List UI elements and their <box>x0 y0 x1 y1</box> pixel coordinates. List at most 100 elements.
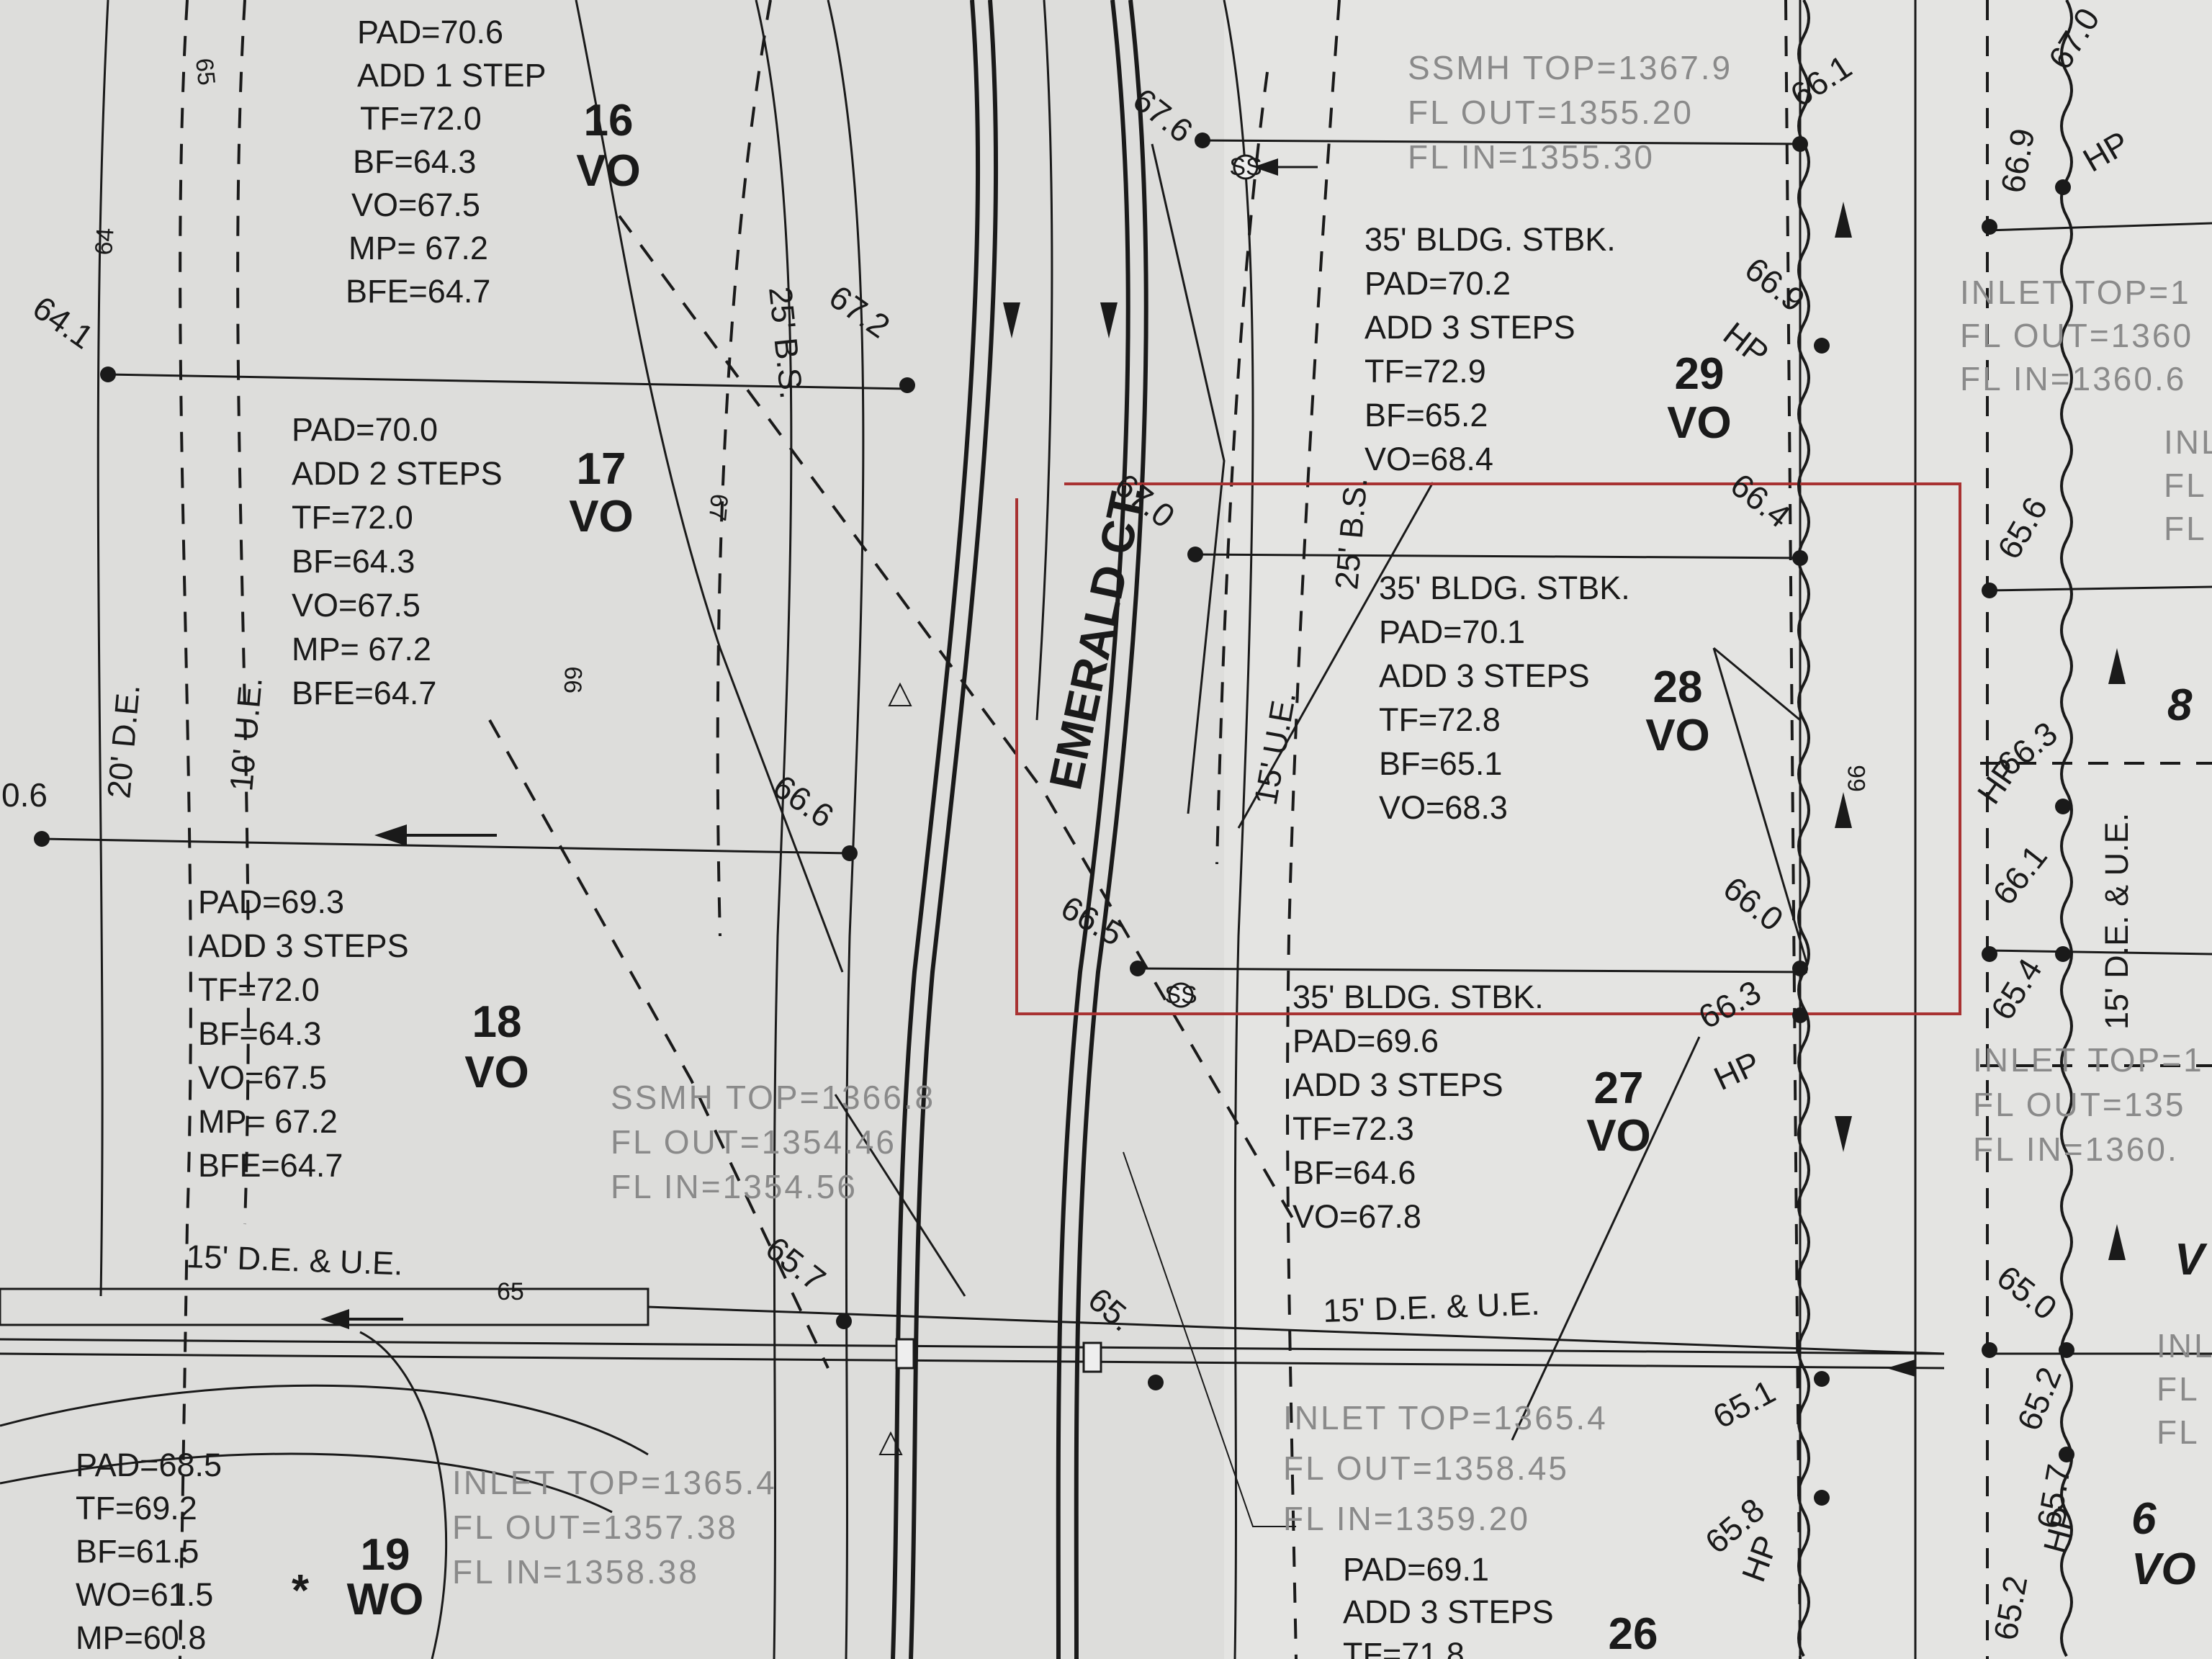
easement-label: 15' D.E. & U.E. <box>186 1238 404 1282</box>
lot-line: VO=67.5 <box>198 1059 327 1096</box>
lot-line: TF=72.8 <box>1379 701 1501 738</box>
lot-code: WO <box>347 1575 424 1624</box>
contour-label: 66 <box>1843 765 1871 792</box>
grade-point <box>2059 1447 2074 1462</box>
structure-line: FL IN=1360. <box>1973 1130 2179 1168</box>
lot-number: 18 <box>472 997 522 1047</box>
lot-line: TF=72.3 <box>1292 1110 1414 1147</box>
grade-point <box>1982 946 1997 962</box>
structure-line: FL IN=1355.30 <box>1408 138 1655 176</box>
lot-line: 35' BLDG. STBK. <box>1364 221 1616 258</box>
easement-labels: 15' D.E. & U.E. 15' D.E. & U.E. 15' D.E. &… <box>100 285 2135 1329</box>
grade-point <box>1130 961 1146 976</box>
structure-line: INLET TOP=1365.4 <box>452 1464 777 1501</box>
lot-line: BFE=64.7 <box>198 1147 343 1184</box>
structure-line: FL IN=1360.6 <box>1960 360 2186 397</box>
lot-line: PAD=68.5 <box>76 1447 222 1483</box>
lot-code: VO <box>464 1048 529 1097</box>
structure-line: FL OUT=1355.20 <box>1408 94 1694 131</box>
grade-point <box>899 377 915 393</box>
lot-line: BF=64.3 <box>292 543 415 580</box>
lot-line: MP= 67.2 <box>349 230 488 266</box>
easement-label: 15' D.E. & U.E. <box>1323 1285 1541 1329</box>
lot-number: 29 <box>1675 349 1725 399</box>
lot-line: VO=67.8 <box>1292 1198 1421 1235</box>
lot-line: ADD 1 STEP <box>357 57 547 94</box>
lot-line: ADD 2 STEPS <box>292 455 503 492</box>
grade-point <box>1814 1490 1830 1506</box>
triangle-marker-icon <box>888 682 912 706</box>
lot-code: VO <box>1586 1111 1651 1161</box>
grade-point <box>1792 550 1808 566</box>
triangle-marker-icon <box>878 1431 903 1455</box>
structure-line: FL OUT=135 <box>1973 1086 2185 1123</box>
sheet-mark: VO <box>2131 1545 2196 1594</box>
lot-line: BF=61.5 <box>76 1533 199 1570</box>
sewer-manhole-icon <box>1168 982 1194 1008</box>
lot-line: PAD=70.1 <box>1379 613 1525 650</box>
lot-number: 17 <box>577 444 626 494</box>
grade-point <box>100 367 116 382</box>
contour-label: 65 <box>497 1278 524 1305</box>
lot-line: BF=64.3 <box>198 1015 321 1052</box>
grade-point <box>1792 1007 1808 1023</box>
grade-point <box>842 845 858 861</box>
structure-line: INL <box>2164 423 2212 461</box>
paper-highlight <box>1224 0 2212 1659</box>
lot-prefix: * <box>292 1566 310 1616</box>
grade-point <box>2055 799 2071 814</box>
grade-point <box>1814 1371 1830 1387</box>
lot-line: MP= 67.2 <box>198 1103 338 1140</box>
lot-line: PAD=69.3 <box>198 884 344 920</box>
contour-label: 65 <box>190 57 220 87</box>
lot-line: PAD=70.6 <box>357 14 503 50</box>
lot-number: 27 <box>1594 1064 1644 1113</box>
lot-line: ADD 3 STEPS <box>1343 1593 1554 1630</box>
contour-label: 66 <box>559 666 587 694</box>
grade-point <box>2055 946 2071 962</box>
structure-line: INLET TOP=1365.4 <box>1283 1399 1608 1437</box>
sheet-mark: V <box>2175 1235 2208 1285</box>
lot-line: 35' BLDG. STBK. <box>1292 979 1544 1015</box>
street-curb-lines <box>755 0 1254 1659</box>
lot-line: VO=68.4 <box>1364 441 1493 477</box>
lot-line: PAD=69.6 <box>1292 1022 1439 1059</box>
structure-line: FL IN=1358.38 <box>452 1553 699 1591</box>
grade-points <box>34 132 2074 1506</box>
lot-line: TF=71.8 <box>1343 1636 1465 1659</box>
structure-line: SSMH TOP=1366.8 <box>611 1079 935 1116</box>
lot-code: VO <box>1667 398 1732 448</box>
lot-line: TF=72.0 <box>292 499 413 536</box>
lot-line: ADD 3 STEPS <box>1379 657 1590 694</box>
grade-point <box>1148 1375 1164 1390</box>
easement-label: 15' D.E. & U.E. <box>2098 813 2135 1030</box>
lot-line: BFE=64.7 <box>292 675 436 711</box>
manhole-symbols: SS SS <box>878 153 1262 1455</box>
svg-text:SS: SS <box>1164 981 1197 1009</box>
lot-line: VO=68.3 <box>1379 789 1508 826</box>
storm-pipe <box>0 1287 1945 1373</box>
lot-code: VO <box>1645 711 1710 760</box>
lot-line: ADD 3 STEPS <box>1292 1066 1503 1103</box>
lot-line: WO=61.5 <box>76 1576 213 1613</box>
sheet-mark: 6 <box>2131 1494 2157 1544</box>
structure-line: FL <box>2157 1370 2200 1408</box>
structure-line: FL OUT=1357.38 <box>452 1509 738 1546</box>
sewer-manhole-icon <box>1233 154 1259 180</box>
lot-line: PAD=70.0 <box>292 411 438 448</box>
lot-line: TF=72.9 <box>1364 353 1486 390</box>
structure-line: FL OUT=1358.45 <box>1283 1449 1569 1487</box>
structure-line: FL IN=1359.20 <box>1283 1500 1530 1537</box>
structure-line: FL <box>2157 1413 2200 1451</box>
lot-line: PAD=69.1 <box>1343 1551 1489 1588</box>
lot-line: VO=67.5 <box>351 186 480 223</box>
structure-line: INLET TOP=1 <box>1960 274 2191 311</box>
spot-elevation: 0.6 <box>1 776 48 814</box>
lot-code: VO <box>576 146 641 196</box>
structure-line: FL OUT=1354.46 <box>611 1123 896 1161</box>
grade-point <box>836 1313 852 1329</box>
